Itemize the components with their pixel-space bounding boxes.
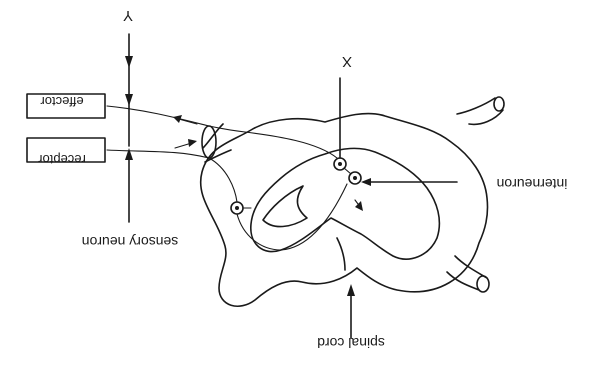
x-label-group: X (342, 53, 352, 70)
y-label: Y (123, 7, 133, 24)
motor-neuron-path (107, 106, 337, 158)
y-pointer-head-lower (125, 94, 133, 106)
left-root-cut (477, 276, 489, 292)
ventral-root-top (469, 110, 503, 124)
pointer-lines (125, 34, 457, 338)
spinal-cord-pointer-head (347, 284, 355, 296)
y-label-group: Y (123, 7, 133, 24)
sensory-neuron-pointer-head (125, 148, 133, 160)
effector-label-group: effector (40, 94, 84, 109)
grey-matter (251, 148, 440, 259)
ventral-root-bottom (457, 98, 495, 114)
diagram-rotated-group (27, 34, 504, 338)
spinal-cord-outline (201, 114, 488, 307)
interneuron-label: interneuron (497, 176, 568, 192)
spinal-cord-label: spinal cord (317, 335, 385, 351)
sensory-ganglion-nucleus (235, 206, 239, 210)
interneuron-nucleus (353, 176, 357, 180)
sensory-neuron-label-group: sensory neuron (82, 234, 179, 250)
sensory-arrow-head (188, 139, 197, 147)
dorsal-horn (263, 186, 307, 227)
dorsal-root-top (205, 150, 231, 162)
sensory-neuron-label: sensory neuron (82, 234, 179, 250)
neurons (107, 106, 363, 250)
labels: effector receptor sensory neuron interne… (37, 7, 567, 351)
interneuron-pointer-head (361, 178, 371, 186)
interneuron-label-group: interneuron (497, 176, 568, 192)
y-pointer-head-upper (125, 56, 133, 68)
effector-label: effector (40, 94, 84, 109)
motor-neuron-nucleus (338, 162, 342, 166)
x-label: X (342, 53, 352, 70)
ventral-root-cut (494, 97, 504, 111)
central-fissure (337, 238, 345, 270)
spinal-cord-label-group: spinal cord (317, 335, 385, 351)
receptor-label: receptor (37, 152, 85, 167)
spinal-cord-section (201, 97, 504, 306)
interneuron-to-motor (344, 168, 351, 174)
receptor-label-group: receptor (37, 152, 85, 167)
